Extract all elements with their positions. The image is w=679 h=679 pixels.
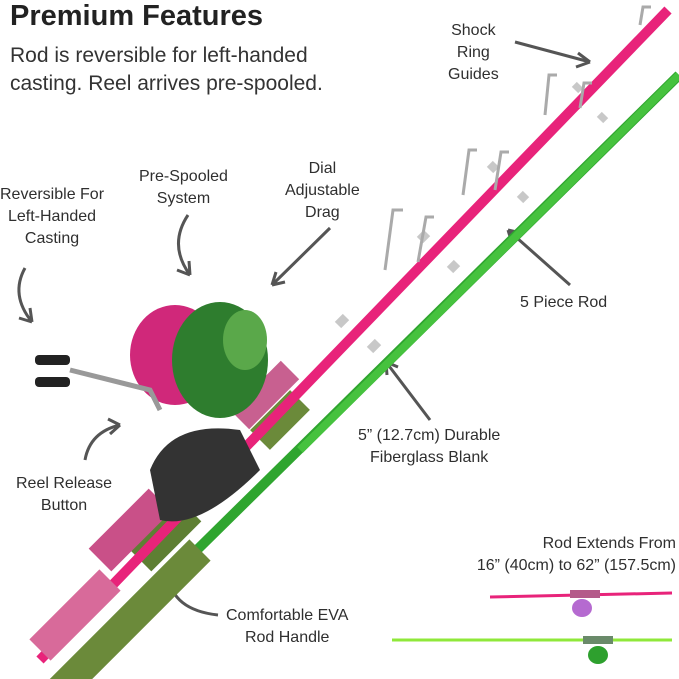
callout-pre-spooled: Pre-Spooled System [139, 168, 228, 207]
callout-dial-drag: Dial Adjustable Drag [285, 160, 360, 221]
page-subtitle: Rod is reversible for left-handed castin… [10, 44, 323, 95]
callout-eva-handle: Comfortable EVA Rod Handle [226, 607, 349, 646]
arrow-reel-release [83, 417, 122, 461]
reel [35, 302, 268, 522]
callout-arrows [17, 40, 591, 617]
page-title: Premium Features [10, 0, 264, 32]
callout-shock-ring: Shock Ring Guides [448, 22, 499, 83]
callout-five-piece: 5 Piece Rod [520, 294, 608, 311]
arrow-shock-ring [514, 40, 591, 64]
callout-reversible: Reversible For Left-Handed Casting [0, 186, 105, 247]
callout-reel-release: Reel Release Button [16, 475, 113, 514]
arrow-dial [270, 226, 332, 287]
pink-rod [29, 5, 672, 664]
small-rod-pink [489, 590, 673, 617]
arrow-fiberglass [384, 360, 432, 421]
callout-fiberglass: 5” (12.7cm) Durable Fiberglass Blank [358, 427, 501, 466]
callout-extends: Rod Extends From 16” (40cm) to 62” (157.… [476, 535, 676, 574]
small-rod-lime [392, 636, 672, 664]
arrow-reversible [17, 267, 34, 324]
arrow-pre-spooled [176, 214, 192, 277]
